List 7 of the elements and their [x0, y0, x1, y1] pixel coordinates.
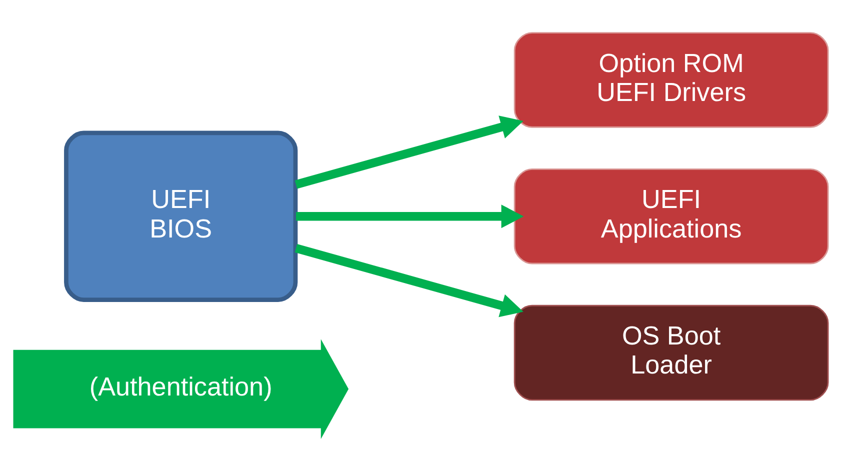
- arrow: [294, 244, 524, 318]
- node-box: OS Boot Loader: [514, 304, 829, 401]
- arrow: [296, 204, 524, 228]
- node-box: UEFI Applications: [514, 168, 829, 264]
- node-box: Option ROM UEFI Drivers: [514, 32, 829, 128]
- node-box: UEFI BIOS: [64, 130, 298, 302]
- arrow: [294, 116, 524, 189]
